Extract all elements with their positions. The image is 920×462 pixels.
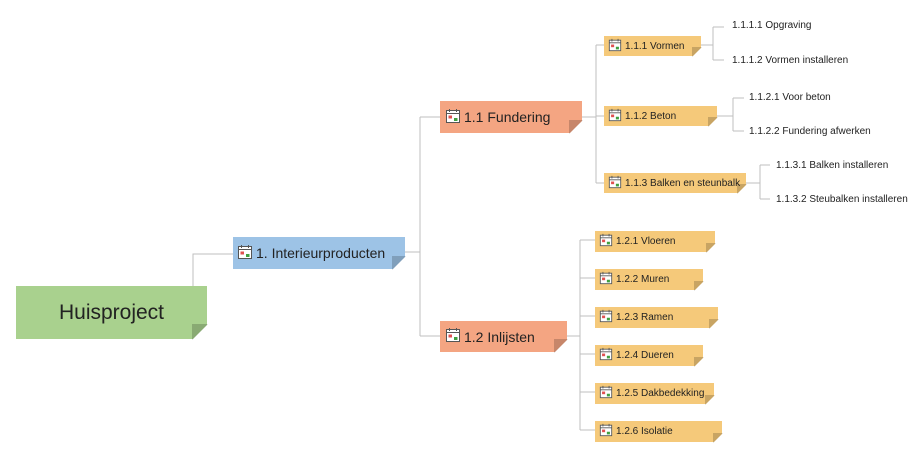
calendar-icon bbox=[599, 271, 613, 288]
page-fold bbox=[737, 184, 747, 194]
calendar-icon bbox=[608, 38, 622, 55]
task-node[interactable]: 1.1.3 Balken en steunbalk bbox=[604, 173, 747, 194]
leaf-task[interactable]: 1.1.3.2 Steubalken installeren bbox=[776, 194, 908, 205]
page-fold bbox=[709, 319, 719, 329]
task-node[interactable]: 1.2.4 Dueren bbox=[595, 345, 704, 367]
fundering-node[interactable]: 1.1 Fundering bbox=[440, 101, 583, 134]
page-fold bbox=[192, 324, 208, 340]
calendar-icon bbox=[599, 423, 613, 440]
node-label: 1.2.5 Dakbedekking bbox=[616, 388, 705, 399]
page-fold bbox=[713, 433, 723, 443]
task-node[interactable]: 1.2.6 Isolatie bbox=[595, 421, 723, 443]
task-node[interactable]: 1.2.1 Vloeren bbox=[595, 231, 716, 253]
page-fold bbox=[694, 281, 704, 291]
page-fold bbox=[694, 357, 704, 367]
task-node[interactable]: 1.2.2 Muren bbox=[595, 269, 704, 291]
page-fold bbox=[554, 339, 568, 353]
level1-node[interactable]: 1. Interieurproducten bbox=[233, 237, 406, 270]
task-node[interactable]: 1.1.2 Beton bbox=[604, 106, 718, 127]
calendar-icon bbox=[608, 108, 622, 125]
calendar-icon bbox=[608, 175, 622, 192]
node-label: 1.1.1 Vormen bbox=[625, 40, 685, 52]
leaf-task[interactable]: 1.1.2.2 Fundering afwerken bbox=[749, 126, 871, 137]
inlijsten-node[interactable]: 1.2 Inlijsten bbox=[440, 321, 568, 353]
page-fold bbox=[706, 243, 716, 253]
leaf-task[interactable]: 1.1.1.1 Opgraving bbox=[732, 20, 812, 31]
calendar-icon bbox=[445, 108, 461, 127]
calendar-icon bbox=[237, 244, 253, 263]
node-label: 1.2.6 Isolatie bbox=[616, 426, 673, 437]
node-label: 1.1.3 Balken en steunbalk bbox=[625, 177, 741, 189]
node-label: 1.1.2 Beton bbox=[625, 110, 677, 122]
leaf-task[interactable]: 1.1.1.2 Vormen installeren bbox=[732, 55, 849, 66]
page-fold bbox=[705, 395, 715, 405]
calendar-icon bbox=[599, 233, 613, 250]
task-node[interactable]: 1.2.5 Dakbedekking bbox=[595, 383, 715, 405]
node-label: 1.1 Fundering bbox=[464, 109, 551, 125]
node-label: 1.2.3 Ramen bbox=[616, 312, 674, 323]
task-node[interactable]: 1.2.3 Ramen bbox=[595, 307, 719, 329]
calendar-icon bbox=[599, 309, 613, 326]
page-fold bbox=[692, 47, 702, 57]
node-label: 1.2 Inlijsten bbox=[464, 328, 535, 345]
page-fold bbox=[569, 120, 583, 134]
node-label: 1.2.4 Dueren bbox=[616, 350, 674, 361]
root-node[interactable]: Huisproject bbox=[16, 286, 208, 340]
node-label: Huisproject bbox=[58, 300, 165, 324]
node-label: 1. Interieurproducten bbox=[256, 245, 386, 261]
node-label: 1.2.1 Vloeren bbox=[616, 236, 676, 247]
connector-line bbox=[192, 253, 233, 286]
calendar-icon bbox=[445, 327, 461, 346]
calendar-icon bbox=[599, 385, 613, 402]
task-node[interactable]: 1.1.1 Vormen bbox=[604, 36, 702, 57]
page-fold bbox=[708, 117, 718, 127]
leaf-task[interactable]: 1.1.3.1 Balken installeren bbox=[776, 160, 889, 171]
node-label: 1.2.2 Muren bbox=[616, 274, 670, 285]
calendar-icon bbox=[599, 347, 613, 364]
page-fold bbox=[392, 256, 406, 270]
leaf-task[interactable]: 1.1.2.1 Voor beton bbox=[749, 92, 831, 103]
